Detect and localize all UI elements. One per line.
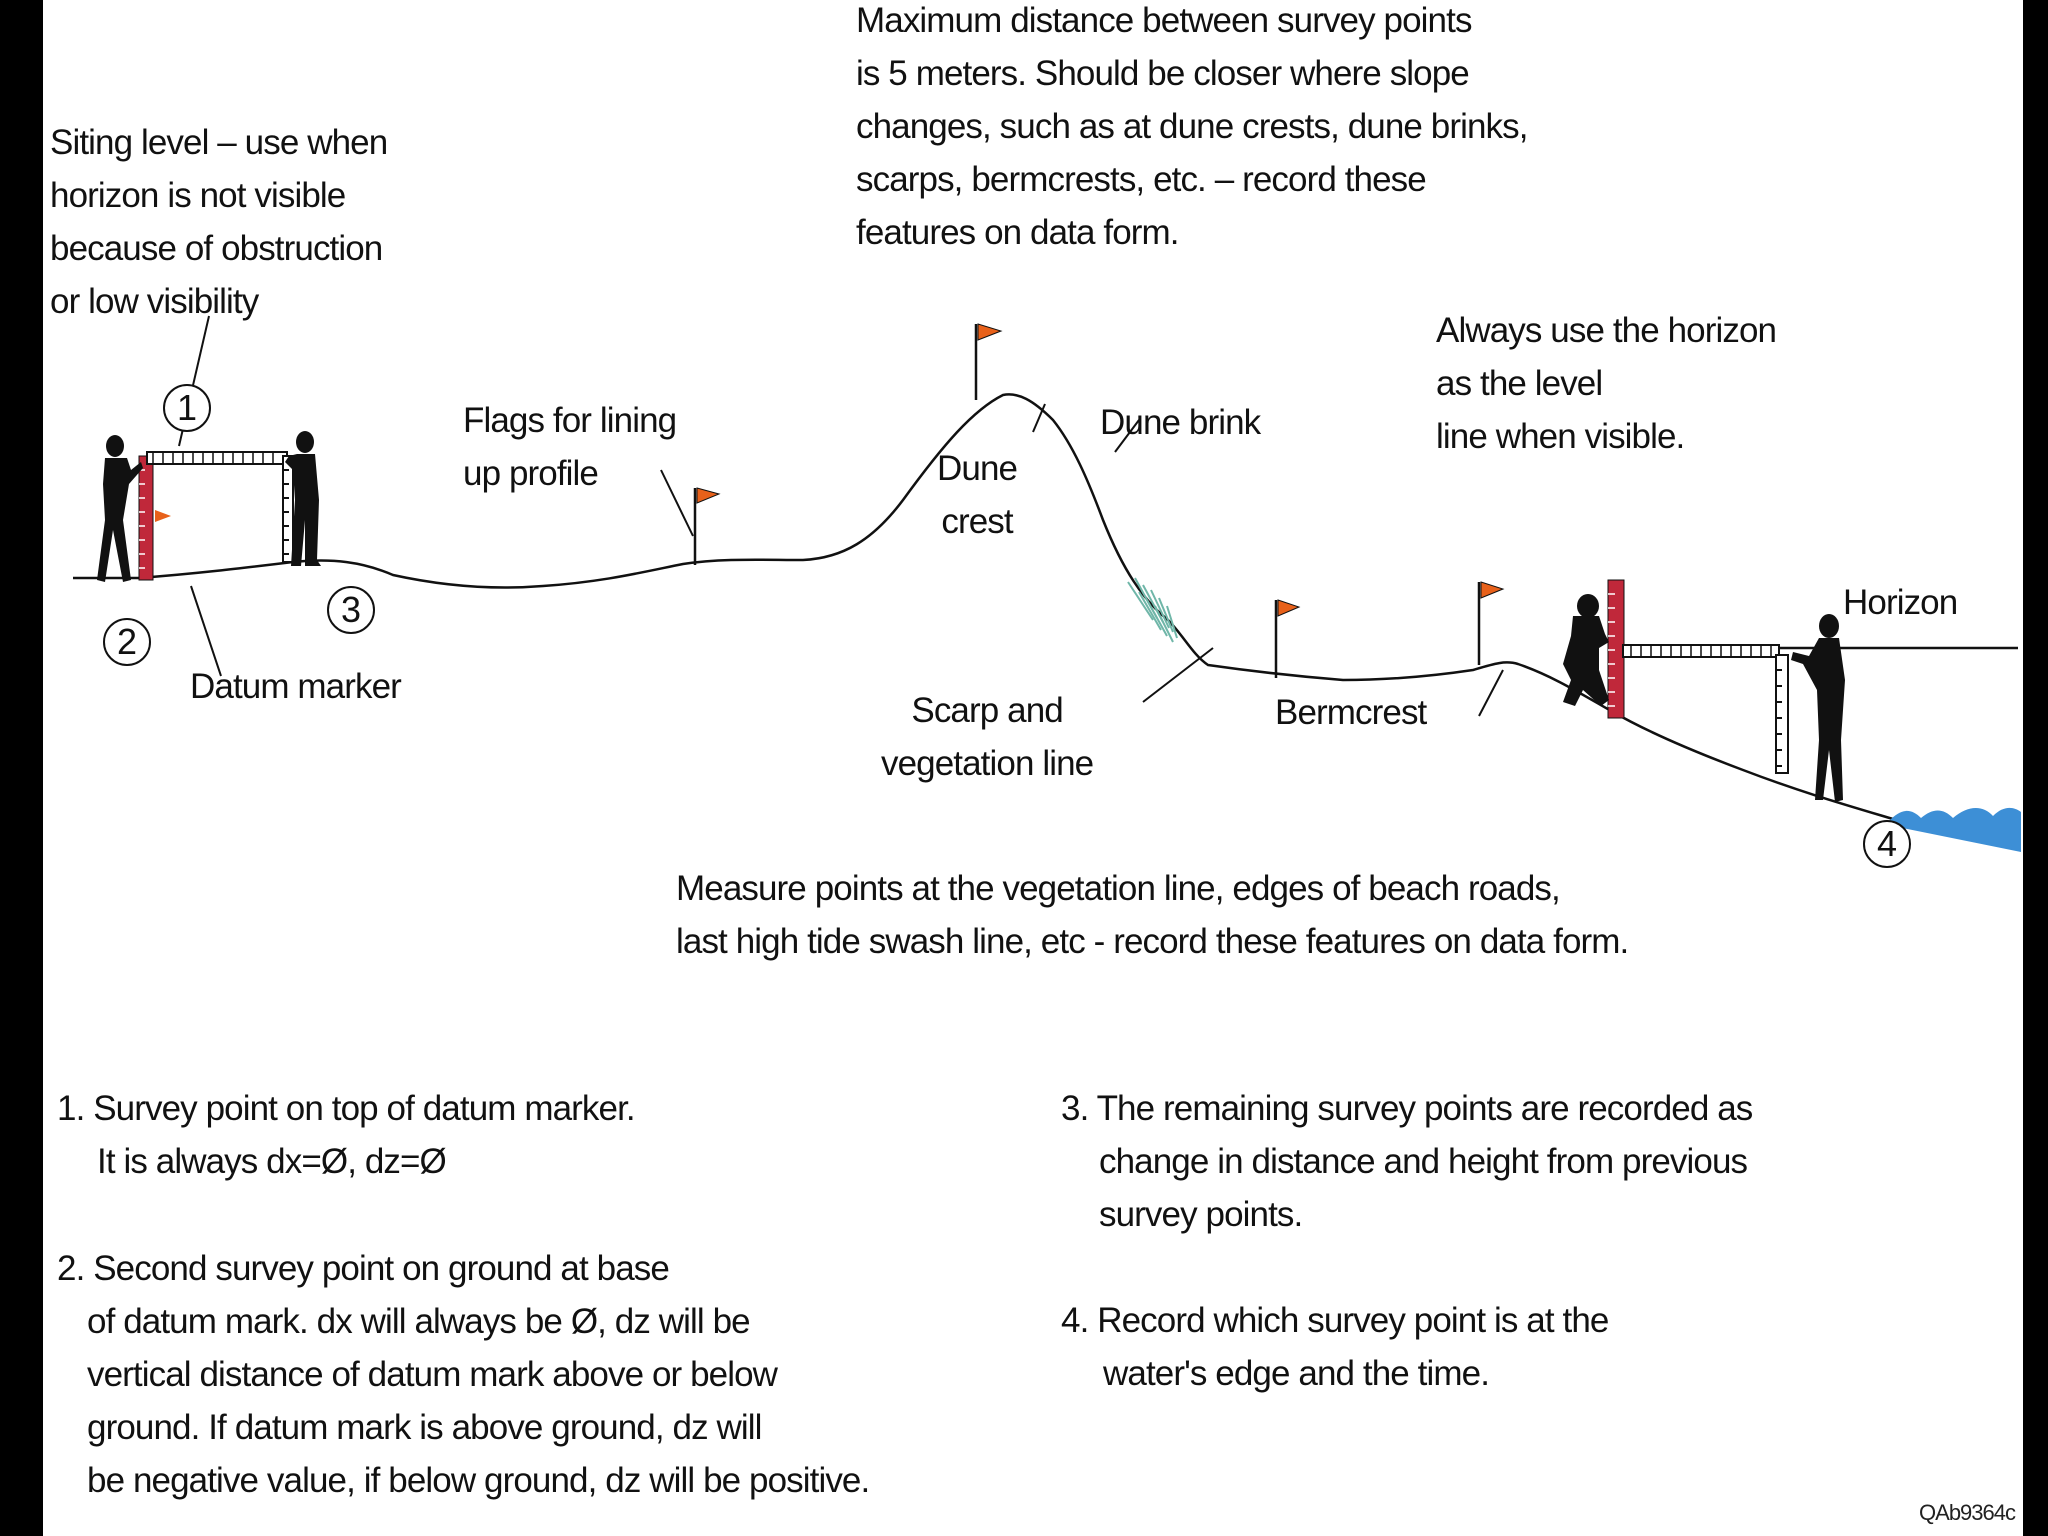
beach-profile-drawing — [73, 315, 2021, 852]
note-3-line-1: 3. The remaining survey points are recor… — [1061, 1089, 1753, 1128]
note-2-line-1: 2. Second survey point on ground at base — [57, 1249, 670, 1288]
siting-level-line-4: or low visibility — [50, 282, 259, 321]
person-right-silhouette — [1791, 614, 1845, 802]
siting-level-label: Siting level – use when horizon is not v… — [50, 116, 388, 328]
note-1-line-1: 1. Survey point on top of datum marker. — [57, 1089, 636, 1128]
note-2: 2. Second survey point on ground at base… — [57, 1242, 870, 1507]
siting-level-line-1: Siting level – use when — [50, 123, 388, 162]
note-3: 3. The remaining survey points are recor… — [1061, 1082, 1753, 1241]
siting-level-line-2: horizon is not visible — [50, 176, 346, 215]
flags-line-2: up profile — [463, 454, 599, 493]
bermcrest-label: Bermcrest — [1275, 693, 1427, 732]
dune-brink-label: Dune brink — [1100, 403, 1261, 442]
measure-points-label: Measure points at the vegetation line, e… — [676, 862, 1629, 968]
max-distance-line-3: changes, such as at dune crests, dune br… — [856, 107, 1528, 146]
dune-crest-line-1: Dune — [937, 449, 1018, 488]
measure-points-line-1: Measure points at the vegetation line, e… — [676, 869, 1561, 908]
horizon-label: Horizon — [1843, 583, 1958, 622]
always-horizon-label: Always use the horizon as the level line… — [1436, 304, 1777, 463]
note-1-line-2: It is always dx=Ø, dz=Ø — [97, 1142, 447, 1181]
always-horizon-line-2: as the level — [1436, 364, 1603, 403]
flags-label: Flags for lining up profile — [463, 394, 677, 500]
always-horizon-line-1: Always use the horizon — [1436, 311, 1777, 350]
max-distance-line-4: scarps, bermcrests, etc. – record these — [856, 160, 1427, 199]
note-4: 4. Record which survey point is at the w… — [1061, 1294, 1609, 1400]
note-2-line-2: of datum mark. dx will always be Ø, dz w… — [87, 1302, 751, 1341]
flag-profile-1 — [693, 487, 721, 565]
measure-points-line-2: last high tide swash line, etc - record … — [676, 922, 1629, 961]
note-2-line-4: ground. If datum mark is above ground, d… — [87, 1408, 762, 1447]
flag-beach — [1274, 599, 1301, 678]
diagram-canvas: 1 2 3 4 Siting level – use when horizon … — [43, 0, 2023, 1536]
vegetation-tuft — [1127, 577, 1178, 643]
survey-rod-left — [282, 455, 294, 563]
max-distance-line-5: features on data form. — [856, 213, 1180, 252]
note-4-line-2: water's edge and the time. — [1103, 1354, 1490, 1393]
note-3-line-3: survey points. — [1099, 1195, 1303, 1234]
survey-rod-right — [1607, 579, 1625, 719]
leader-lines — [178, 315, 1504, 717]
scarp-label: Scarp and vegetation line — [881, 684, 1094, 790]
marker-4: 4 — [1863, 820, 1911, 868]
flag-bermcrest — [1477, 581, 1505, 665]
person-left-2-silhouette — [285, 431, 321, 566]
marker-2: 2 — [103, 618, 151, 666]
max-distance-line-1: Maximum distance between survey points — [856, 1, 1472, 40]
marker-3: 3 — [327, 586, 375, 634]
siting-level-line-3: because of obstruction — [50, 229, 383, 268]
datum-marker-label: Datum marker — [190, 667, 402, 706]
max-distance-label: Maximum distance between survey points i… — [856, 0, 1528, 259]
flags-line-1: Flags for lining — [463, 401, 677, 440]
always-horizon-line-3: line when visible. — [1436, 417, 1685, 456]
figure-reference: QAb9364c — [1919, 1500, 2016, 1525]
person-kneeling-silhouette — [1563, 594, 1609, 706]
person-left-1-silhouette — [97, 435, 143, 582]
water-shape — [1888, 807, 2021, 852]
note-1: 1. Survey point on top of datum marker. … — [57, 1082, 636, 1188]
dune-crest-label: Dune crest — [937, 442, 1018, 548]
flag-dune-crest — [974, 323, 1003, 400]
scarp-line-2: vegetation line — [881, 744, 1094, 783]
dune-crest-line-2: crest — [941, 502, 1013, 541]
marker-1: 1 — [163, 384, 211, 432]
survey-rod-far-right — [1775, 654, 1789, 774]
note-4-line-1: 4. Record which survey point is at the — [1061, 1301, 1609, 1340]
level-bar-right — [1622, 644, 1780, 658]
scarp-line-1: Scarp and — [911, 691, 1063, 730]
note-2-line-5: be negative value, if below ground, dz w… — [87, 1461, 870, 1500]
note-3-line-2: change in distance and height from previ… — [1099, 1142, 1748, 1181]
datum-rod — [138, 455, 171, 581]
max-distance-line-2: is 5 meters. Should be closer where slop… — [856, 54, 1470, 93]
note-2-line-3: vertical distance of datum mark above or… — [87, 1355, 778, 1394]
level-bar-left — [146, 451, 288, 465]
